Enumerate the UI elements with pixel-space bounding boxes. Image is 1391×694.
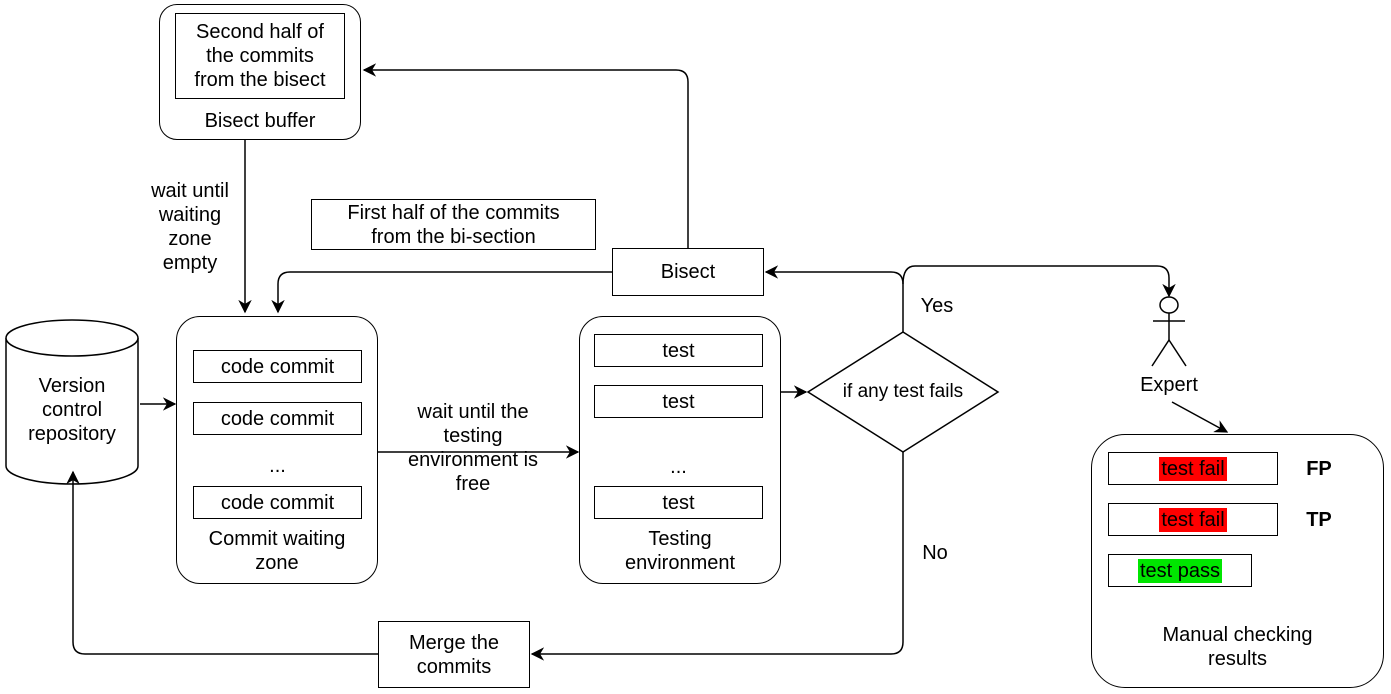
manual-results-label: Manual checking results [1162, 624, 1313, 670]
testing-env-label: Testing environment [624, 528, 736, 574]
arrow-merge-to-repo [66, 470, 378, 655]
test-item: test [594, 385, 763, 418]
arrow-decision-to-expert [902, 265, 1176, 298]
expert-figure [1151, 296, 1187, 367]
bisect-buffer-label: Bisect buffer [204, 110, 316, 132]
no-label: No [922, 542, 948, 564]
merge-box: Merge the commits [378, 621, 530, 688]
second-half-box: Second half of the commits from the bise… [175, 13, 345, 99]
result-fail-badge: test fail [1159, 507, 1227, 532]
manual-result-row: test fail [1108, 503, 1278, 536]
waiting-zone-item: code commit [193, 350, 362, 383]
arrow-decision-to-merge [530, 452, 904, 661]
wait-label-middle: wait until the testing environment is fr… [407, 401, 539, 495]
arrow-bisect-to-waiting [271, 271, 612, 314]
bisect-box: Bisect [612, 248, 764, 296]
result-pass-badge: test pass [1137, 558, 1223, 583]
repository-label: Version control repository [28, 375, 116, 445]
expert-label: Expert [1140, 374, 1198, 396]
arrow-decision-to-bisect [764, 265, 904, 332]
manual-result-row: test pass [1108, 554, 1252, 587]
first-half-box: First half of the commits from the bi-se… [311, 199, 596, 250]
test-item: test [594, 486, 763, 519]
waiting-zone-ellipsis: ... [269, 455, 286, 477]
arrow-expert-to-manual [1171, 401, 1229, 433]
fp-tag: FP [1306, 458, 1332, 480]
waiting-zone-label: Commit waiting zone [208, 528, 346, 574]
waiting-zone-item: code commit [193, 402, 362, 435]
wait-label-left: wait until waiting zone empty [151, 180, 229, 274]
waiting-zone-item: code commit [193, 486, 362, 519]
yes-label: Yes [920, 295, 954, 317]
repository-cylinder-top [5, 319, 139, 357]
arrow-bisect-to-buffer [362, 63, 689, 248]
tp-tag: TP [1306, 509, 1332, 531]
testing-env-ellipsis: ... [670, 456, 687, 478]
result-fail-badge: test fail [1159, 456, 1227, 481]
test-item: test [594, 334, 763, 367]
decision-label: if any test fails [842, 381, 964, 402]
manual-result-row: test fail [1108, 452, 1278, 485]
